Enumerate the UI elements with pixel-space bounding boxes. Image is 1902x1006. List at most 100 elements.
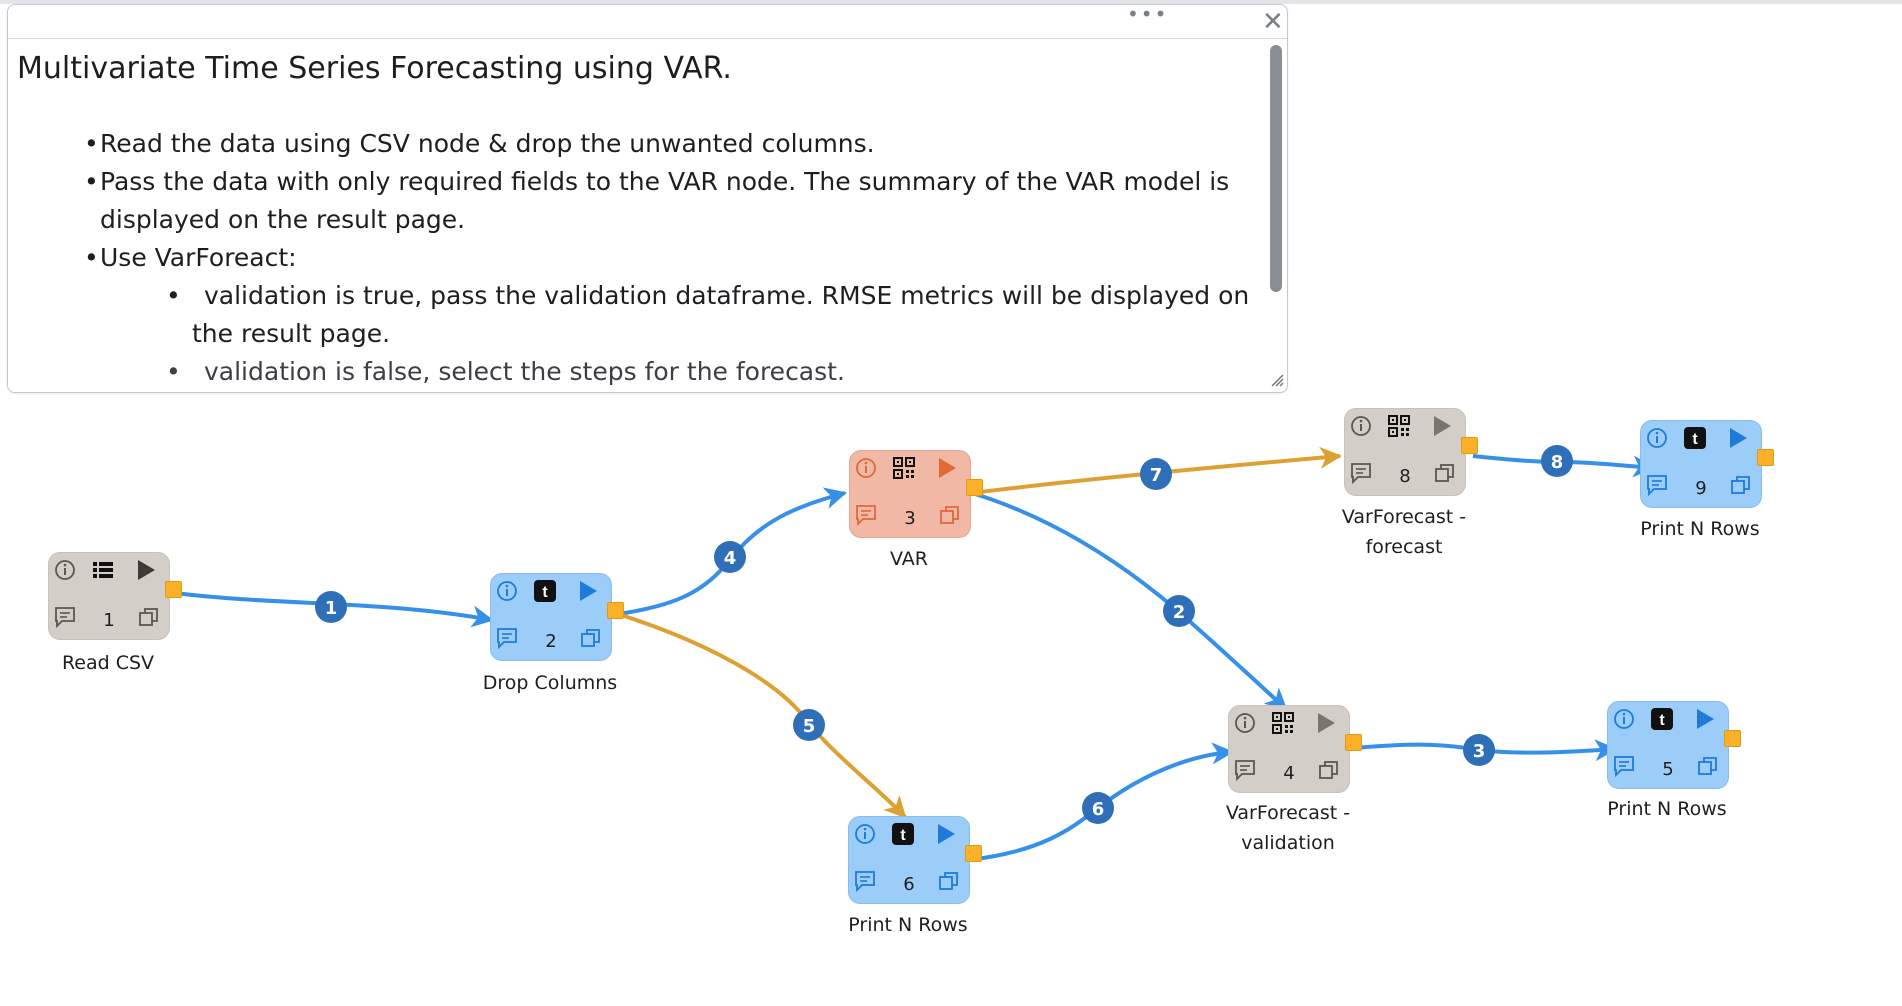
svg-text:t: t	[1692, 431, 1698, 448]
close-x-icon[interactable]: ✕	[1262, 7, 1284, 37]
info-icon[interactable]	[1612, 707, 1636, 735]
copy-icon[interactable]	[1317, 758, 1341, 786]
info-icon[interactable]	[854, 456, 878, 484]
ellipsis-icon[interactable]: •••	[1127, 4, 1169, 26]
edge-5[interactable]: 5	[617, 612, 907, 819]
edge-7[interactable]: 7	[971, 446, 1342, 495]
node-varforecast-forecast[interactable]: 8	[1344, 408, 1478, 496]
info-icon[interactable]	[853, 822, 877, 850]
note-title: Multivariate Time Series Forecasting usi…	[17, 51, 732, 86]
copy-icon[interactable]	[579, 626, 603, 654]
node-label-line: Print N Rows	[1640, 518, 1760, 540]
node-label-line: Read CSV	[61, 652, 155, 674]
copy-icon[interactable]	[1433, 461, 1457, 489]
edge-6[interactable]: 6	[967, 742, 1234, 862]
edge-1[interactable]: 1	[174, 591, 494, 628]
edge-badge-6[interactable]: 6	[1082, 792, 1114, 824]
node-number: 1	[103, 610, 115, 631]
info-icon[interactable]	[53, 558, 77, 586]
resize-handle-icon[interactable]	[1268, 371, 1284, 387]
note-bullet: Use VarForeact: validation is true, pass…	[84, 239, 1287, 391]
node-varforecast-validation[interactable]: 4	[1228, 705, 1362, 793]
node-label: Read CSV	[8, 648, 208, 678]
play-icon[interactable]	[1313, 711, 1337, 739]
node-label-line: Print N Rows	[848, 914, 968, 936]
node-label: Print N Rows	[1600, 514, 1800, 544]
comment-icon[interactable]	[53, 605, 77, 633]
comment-icon[interactable]	[853, 869, 877, 897]
info-icon[interactable]	[1645, 426, 1669, 454]
node-label-line: Print N Rows	[1607, 798, 1727, 820]
edge-badge-label: 6	[1092, 799, 1105, 820]
output-port[interactable]	[966, 479, 983, 496]
qr-icon	[1271, 711, 1295, 739]
output-port[interactable]	[1757, 449, 1774, 466]
note-bullet: Pass the data with only required fields …	[84, 163, 1287, 201]
note-scrollbar[interactable]	[1270, 45, 1282, 292]
edge-badge-4[interactable]: 4	[714, 541, 746, 573]
edge-badge-7[interactable]: 7	[1140, 458, 1172, 490]
output-port[interactable]	[1724, 730, 1741, 747]
comment-icon[interactable]	[854, 503, 878, 531]
qr-icon	[892, 456, 916, 484]
edge-4[interactable]: 4	[617, 487, 847, 616]
copy-icon[interactable]	[1696, 754, 1720, 782]
note-header[interactable]: ••• ✕	[8, 5, 1287, 39]
node-number: 4	[1283, 763, 1295, 784]
edge-badge-1[interactable]: 1	[315, 591, 347, 623]
edge-badge-label: 1	[325, 598, 338, 619]
play-icon[interactable]	[1692, 707, 1716, 735]
note-panel[interactable]: ••• ✕ Multivariate Time Series Forecasti…	[7, 4, 1288, 393]
node-label-line: validation	[1241, 832, 1335, 854]
edge-badge-2[interactable]: 2	[1163, 595, 1195, 627]
play-icon[interactable]	[1725, 426, 1749, 454]
svg-text:t: t	[1659, 712, 1665, 729]
edge-3[interactable]: 3	[1354, 734, 1617, 766]
edge-badge-label: 4	[724, 548, 737, 569]
edge-badge-label: 3	[1473, 741, 1486, 762]
comment-icon[interactable]	[495, 626, 519, 654]
play-icon[interactable]	[1429, 414, 1453, 442]
edge-badge-8[interactable]: 8	[1541, 445, 1573, 477]
output-port[interactable]	[1345, 734, 1362, 751]
play-icon[interactable]	[933, 822, 957, 850]
copy-icon[interactable]	[137, 605, 161, 633]
output-port[interactable]	[1461, 437, 1478, 454]
node-read-csv[interactable]: 1	[48, 552, 182, 640]
node-label: Print N Rows	[1567, 794, 1767, 824]
info-icon[interactable]	[495, 579, 519, 607]
comment-icon[interactable]	[1612, 754, 1636, 782]
copy-icon[interactable]	[1729, 473, 1753, 501]
edge-2[interactable]: 2	[971, 491, 1288, 711]
node-number: 8	[1399, 466, 1411, 487]
node-label-line: VAR	[890, 548, 928, 570]
copy-icon[interactable]	[938, 503, 962, 531]
play-icon[interactable]	[575, 579, 599, 607]
comment-icon[interactable]	[1349, 461, 1373, 489]
play-icon[interactable]	[934, 456, 958, 484]
edge-badge-5[interactable]: 5	[793, 709, 825, 741]
info-icon[interactable]	[1349, 414, 1373, 442]
copy-icon[interactable]	[937, 869, 961, 897]
node-label: VarForecast -validation	[1188, 798, 1388, 858]
output-port[interactable]	[607, 602, 624, 619]
node-label: VarForecast -forecast	[1304, 502, 1504, 562]
node-label: VAR	[809, 544, 1009, 574]
comment-icon[interactable]	[1645, 473, 1669, 501]
node-number: 2	[545, 631, 557, 652]
comment-icon[interactable]	[1233, 758, 1257, 786]
play-icon[interactable]	[133, 558, 157, 586]
edge-badge-label: 8	[1551, 452, 1564, 473]
output-port[interactable]	[965, 845, 982, 862]
output-port[interactable]	[165, 581, 182, 598]
note-sub-bullet: validation is true, pass the validation …	[166, 277, 1287, 315]
edge-8[interactable]: 8	[1472, 445, 1655, 478]
edge-badge-3[interactable]: 3	[1463, 734, 1495, 766]
note-bullet-continuation: displayed on the result page.	[100, 205, 466, 234]
info-icon[interactable]	[1233, 711, 1257, 739]
node-var[interactable]: 3	[849, 450, 983, 538]
